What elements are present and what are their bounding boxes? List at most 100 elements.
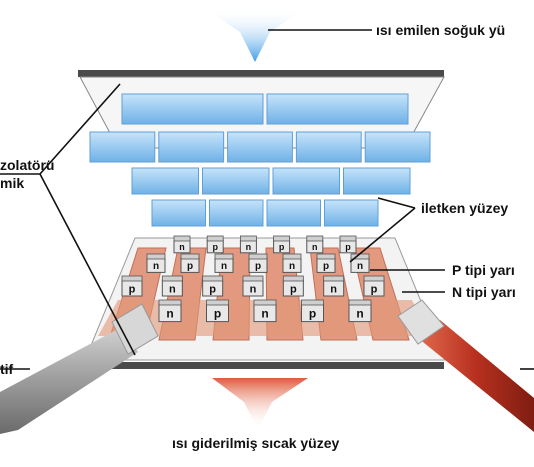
pellet-top <box>363 275 385 282</box>
pellet-letter: n <box>179 242 185 252</box>
pellet-top <box>173 235 191 242</box>
red-wire-connector <box>397 299 445 345</box>
pellet-top <box>206 299 229 306</box>
hot-surface-label: ısı giderilmiş sıcak yüzey <box>172 435 340 451</box>
wire-left-label: tif <box>0 361 14 377</box>
pellet: n <box>239 235 257 254</box>
pellet-letter: n <box>261 307 268 321</box>
pellet-letter: n <box>246 242 252 252</box>
conductive-tile <box>121 93 264 125</box>
pellet: p <box>339 235 357 254</box>
grey-wire-connector <box>111 303 159 355</box>
p-type-label: P tipi yarı <box>452 262 515 278</box>
pellet-letter: n <box>312 242 318 252</box>
pellet-top <box>242 275 264 282</box>
pellet-letter: p <box>290 283 297 295</box>
conductive-surface-label: iletken yüzey <box>421 200 508 216</box>
hot-arrow <box>212 378 308 430</box>
pellet: n <box>146 253 166 273</box>
pellet: p <box>206 299 229 323</box>
pellet-top <box>282 275 304 282</box>
pellet-letter: n <box>289 261 295 272</box>
pellet: p <box>248 253 268 273</box>
pellet-top <box>323 275 345 282</box>
pellet-top <box>301 299 324 306</box>
pellet-letter: n <box>221 261 227 272</box>
pellet-top <box>214 253 234 260</box>
conductive-tile <box>324 199 379 227</box>
pellet: n <box>161 275 183 297</box>
pellet-top <box>206 235 224 242</box>
pellet-letter: p <box>255 261 261 272</box>
conductive-tile <box>364 131 431 163</box>
conductive-tiles <box>89 93 431 227</box>
pellet-letter: n <box>357 261 363 272</box>
pellet: n <box>348 299 372 323</box>
pellet-letter: p <box>345 242 351 252</box>
pellet: n <box>350 253 370 273</box>
pellet-letter: n <box>330 283 337 295</box>
pellet-letter: n <box>153 261 159 272</box>
pellet-top <box>306 235 324 242</box>
pellet-letter: p <box>212 242 218 252</box>
pellet-letter: p <box>187 261 193 272</box>
conductive-tile <box>209 199 264 227</box>
pellet: p <box>121 275 143 297</box>
conductive-tile <box>89 131 156 163</box>
pellet: n <box>306 235 324 254</box>
pellet: n <box>282 253 302 273</box>
pellet-letter: p <box>371 283 378 295</box>
pellet-top <box>282 253 302 260</box>
pellet-top <box>180 253 200 260</box>
conductive-tile <box>266 199 321 227</box>
pellet: n <box>158 299 182 323</box>
cold-arrow <box>205 8 305 62</box>
insulator-label-line2: mik <box>0 175 24 191</box>
pellet-top <box>239 235 257 242</box>
pellet: n <box>253 299 277 323</box>
pellet: n <box>173 235 191 254</box>
pellet: n <box>323 275 345 297</box>
conductive-tile <box>131 167 199 195</box>
red-wire <box>418 320 534 432</box>
pellet-top <box>253 299 277 306</box>
pellet-letter: p <box>209 283 216 295</box>
pellet: p <box>363 275 385 297</box>
conductive-tile <box>202 167 270 195</box>
pellet-letter: p <box>129 283 136 295</box>
conductive-tile <box>295 131 362 163</box>
conductive-tile <box>158 131 225 163</box>
pellet-letter: p <box>279 242 285 252</box>
pellet: n <box>242 275 264 297</box>
pellet: p <box>282 275 304 297</box>
pellet-top <box>273 235 291 242</box>
pellet: p <box>202 275 224 297</box>
top-plate-edge <box>78 70 444 77</box>
pellet-top <box>121 275 143 282</box>
insulator-label-line1: zolatörü <box>0 157 54 173</box>
pellet-letter: p <box>214 307 221 321</box>
pellet-letter: n <box>250 283 257 295</box>
conductive-tile <box>272 167 340 195</box>
pellet-letter: p <box>309 307 316 321</box>
pellet-top <box>248 253 268 260</box>
pellet: p <box>180 253 200 273</box>
conductive-tile <box>227 131 293 163</box>
conductive-tile <box>151 199 206 227</box>
pellet-top <box>158 299 182 306</box>
leader-lines <box>0 29 534 370</box>
cold-surface-label: ısı emilen soğuk yü <box>376 22 505 38</box>
pellet-letter: n <box>169 283 176 295</box>
pellet-letter: n <box>166 307 173 321</box>
conductive-tile <box>266 93 409 125</box>
pellet-top <box>161 275 183 282</box>
pellet-letter: p <box>323 261 329 272</box>
pellet: p <box>301 299 324 323</box>
pellet-top <box>146 253 166 260</box>
grey-wire <box>0 328 138 434</box>
pellet: p <box>273 235 291 254</box>
pellet: n <box>214 253 234 273</box>
